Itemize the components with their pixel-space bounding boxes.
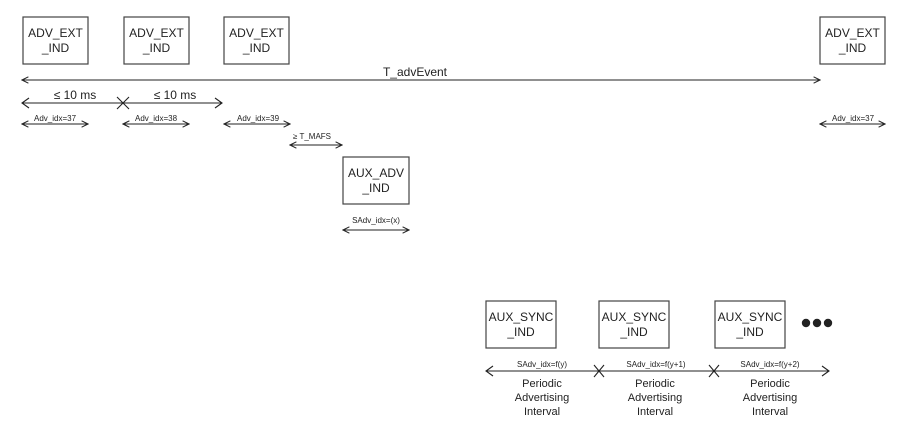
sadv-idx-label-x: SAdv_idx=(x) [352,216,400,225]
box-label-line2: _IND [41,41,70,55]
sadv-idx-label-fy1: SAdv_idx=f(y+1) [626,360,685,369]
cross-mark [593,364,605,378]
adv-ext-ind-box-4: ADV_EXT _IND [819,16,886,65]
box-label-line2: _IND [242,41,271,55]
t-adv-event-label: T_advEvent [383,65,448,79]
aux-sync-ind-box-3: AUX_SYNC _IND [714,300,786,349]
box-label-line1: ADV_EXT [825,26,880,40]
box-label-line2: _IND [735,325,764,339]
box-label-line1: AUX_ADV [348,166,404,180]
box-label-line1: ADV_EXT [129,26,184,40]
arrowhead-right [821,365,830,377]
periodic-advertising-interval-3: Periodic Advertising Interval [743,378,797,418]
box-label-line1: ADV_EXT [229,26,284,40]
box-label-line2: _IND [619,325,648,339]
arrowhead-left [485,365,494,377]
adv-ext-ind-box-3: ADV_EXT _IND [223,16,290,65]
aux-sync-ind-box-1: AUX_SYNC _IND [485,300,557,349]
t-mafs-label: ≥ T_MAFS [293,132,331,141]
box-label-line1: AUX_SYNC [718,310,783,324]
box-label-line1: AUX_SYNC [602,310,667,324]
box-label-line1: ADV_EXT [28,26,83,40]
adv-ext-ind-box-1: ADV_EXT _IND [22,16,89,65]
adv-idx-label-1: Adv_idx=37 [34,114,77,123]
arrowhead-left [21,97,30,109]
box-label-line2: _IND [838,41,867,55]
interval-text-line1: Periodic [635,378,675,390]
adv-idx-label-2: Adv_idx=38 [135,114,178,123]
interval-label-1: ≤ 10 ms [54,88,97,102]
box-label-line2: _IND [361,181,390,195]
interval-text-line3: Interval [752,406,788,418]
sadv-idx-label-fy: SAdv_idx=f(y) [517,360,567,369]
box-label-line1: AUX_SYNC [489,310,554,324]
periodic-advertising-interval-2: Periodic Advertising Interval [628,378,682,418]
interval-text-line3: Interval [524,406,560,418]
more-dots-icon [801,318,833,328]
aux-sync-ind-box-2: AUX_SYNC _IND [598,300,670,349]
interval-text-line1: Periodic [750,378,790,390]
cross-mark [116,96,130,110]
adv-idx-label-3: Adv_idx=39 [237,114,280,123]
cross-mark [708,364,720,378]
adv-idx-label-4: Adv_idx=37 [832,114,875,123]
interval-label-2: ≤ 10 ms [154,88,197,102]
interval-text-line2: Advertising [628,392,682,404]
interval-text-line2: Advertising [743,392,797,404]
interval-text-line2: Advertising [515,392,569,404]
aux-adv-ind-box: AUX_ADV _IND [342,156,410,205]
adv-ext-ind-box-2: ADV_EXT _IND [123,16,190,65]
box-label-line2: _IND [506,325,535,339]
arrowhead-right [214,97,223,109]
sadv-idx-label-fy2: SAdv_idx=f(y+2) [740,360,799,369]
periodic-advertising-interval-1: Periodic Advertising Interval [515,378,569,418]
interval-text-line1: Periodic [522,378,562,390]
box-label-line2: _IND [142,41,171,55]
interval-text-line3: Interval [637,406,673,418]
